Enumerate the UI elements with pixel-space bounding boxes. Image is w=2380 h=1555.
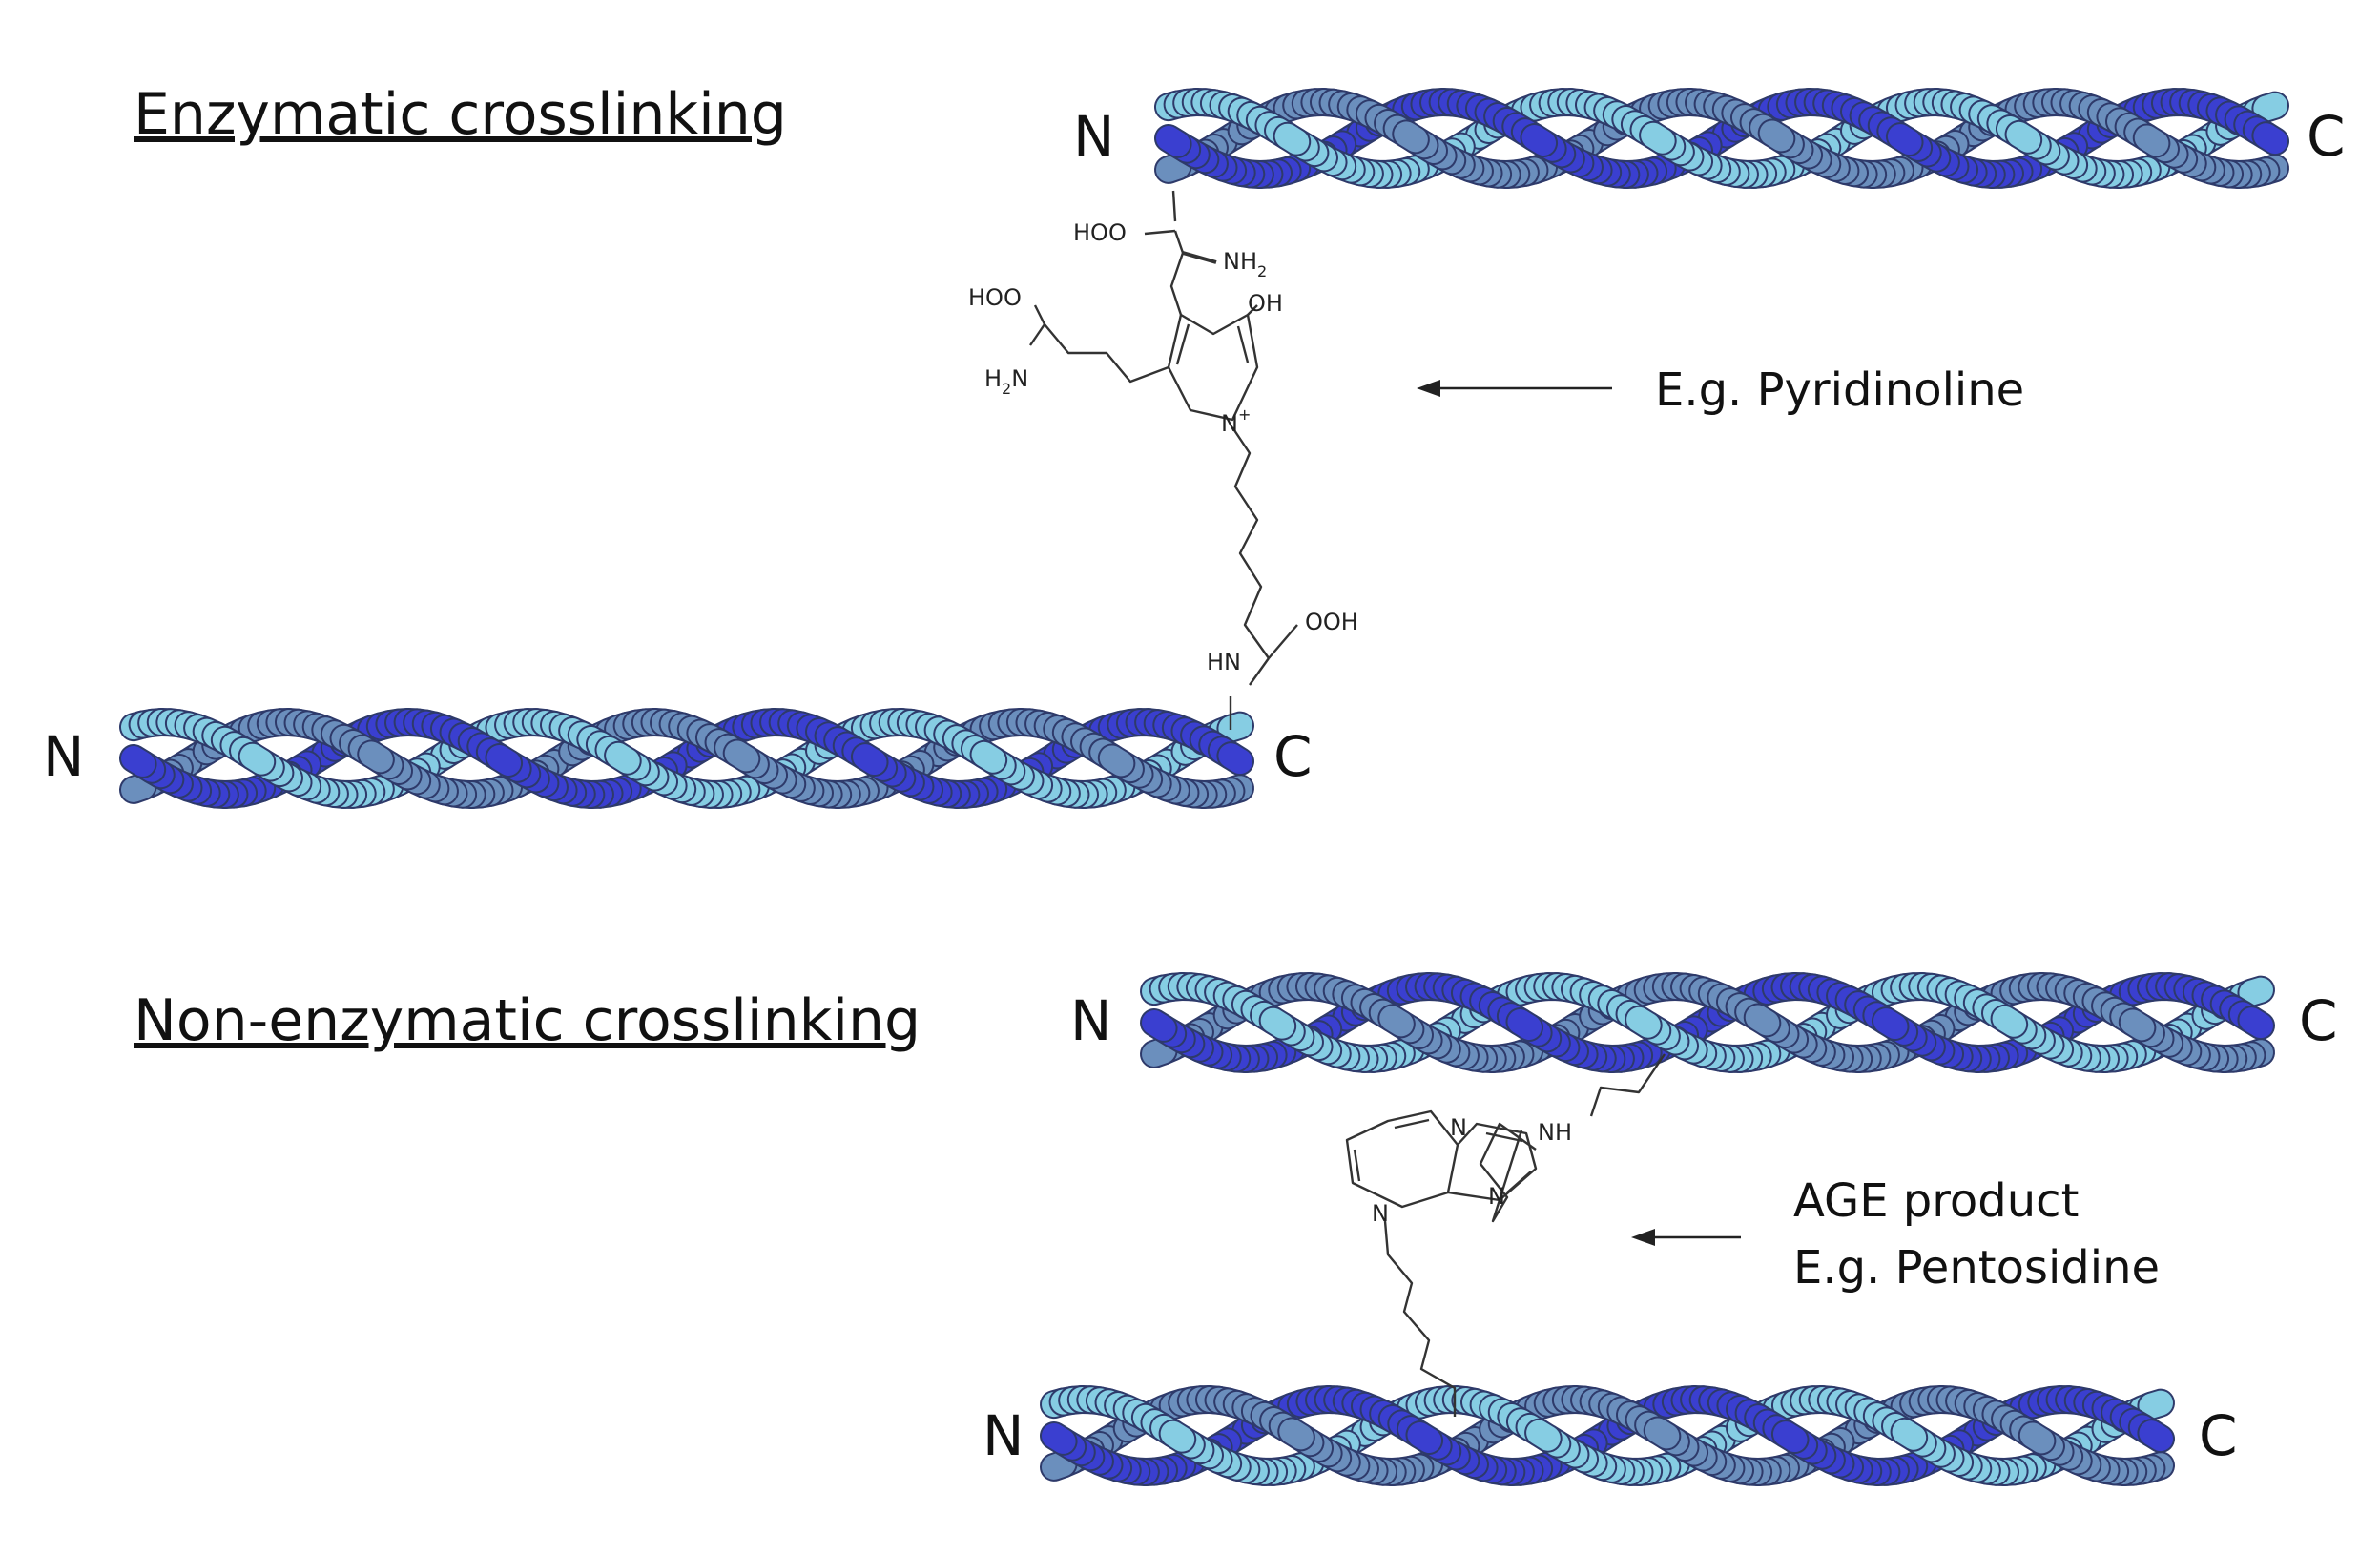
pyridinoline-structure xyxy=(1029,190,1298,730)
pyridinoline-atom-hoo-top: HOO xyxy=(1073,219,1127,246)
strand-light-segment xyxy=(2239,977,2273,1006)
strand-mid-segment xyxy=(1042,1451,1076,1480)
strand-light-segment xyxy=(2139,1390,2173,1419)
strand-light-segment xyxy=(2253,93,2287,121)
enzymatic-top-c-terminus: C xyxy=(2307,104,2346,169)
pentosidine-atom-nh: NH xyxy=(1538,1119,1572,1146)
strand-dark-segment xyxy=(1407,1422,1442,1453)
strand-dark-segment xyxy=(121,746,155,777)
nonenzymatic-top-n-terminus: N xyxy=(1070,988,1111,1053)
pentosidine-atom-n-right: N xyxy=(1488,1183,1505,1210)
strand-light-segment xyxy=(239,743,275,775)
nonenzymatic-top-c-terminus: C xyxy=(2299,988,2338,1053)
strand-mid-segment xyxy=(1379,1006,1414,1037)
strand-mid-segment xyxy=(121,774,155,802)
strand-dark-segment xyxy=(1218,743,1252,775)
enzymatic-top-n-terminus: N xyxy=(1073,104,1114,169)
strand-dark-segment xyxy=(1772,1421,1808,1453)
pyridinoline-atom-h2n: H2N xyxy=(984,365,1028,398)
strand-dark-segment xyxy=(1142,1010,1176,1041)
strand-dark-segment xyxy=(1507,1009,1542,1040)
strand-mid-segment xyxy=(359,741,393,773)
nonenzymatic-bottom-fibril xyxy=(1040,1385,2175,1486)
pentosidine-label-line1: AGE product xyxy=(1793,1174,2079,1228)
nonenzymatic-top-fibril xyxy=(1140,972,2275,1073)
enzymatic-bottom-fibril xyxy=(119,708,1254,809)
strand-dark-segment xyxy=(1156,126,1190,156)
nonenzymatic-heading: Non-enzymatic crosslinking xyxy=(134,987,921,1054)
strand-light-segment xyxy=(2006,121,2041,153)
strand-light-segment xyxy=(1218,713,1252,741)
enzymatic-bottom-n-terminus: N xyxy=(43,724,84,789)
nonenzymatic-bottom-n-terminus: N xyxy=(983,1403,1024,1468)
strand-dark-segment xyxy=(486,745,522,776)
pentosidine-atom-n-ring: N xyxy=(1372,1200,1389,1227)
strand-mid-segment xyxy=(1745,1005,1780,1036)
strand-light-segment xyxy=(1626,1006,1661,1038)
strand-light-segment xyxy=(971,741,1006,773)
strand-dark-segment xyxy=(1887,124,1922,156)
strand-light-segment xyxy=(1260,1007,1295,1039)
pyridinoline-atom-ooh: OOH xyxy=(1305,609,1358,635)
strand-mid-segment xyxy=(2120,1009,2155,1041)
strand-mid-segment xyxy=(1645,1418,1680,1449)
strand-dark-segment xyxy=(852,744,887,776)
pyridinoline-label: E.g. Pyridinoline xyxy=(1655,363,2024,417)
strand-light-segment xyxy=(1274,123,1310,155)
strand-dark-segment xyxy=(1521,125,1557,156)
strand-dark-segment xyxy=(2253,123,2287,155)
strand-light-segment xyxy=(1526,1420,1561,1451)
enzymatic-bottom-c-terminus: C xyxy=(1273,724,1313,789)
strand-mid-segment xyxy=(1279,1419,1314,1450)
strand-light-segment xyxy=(1641,122,1675,154)
strand-mid-segment xyxy=(1759,120,1794,152)
pyridinoline-atom-oh: OH xyxy=(1248,290,1283,317)
strand-mid-segment xyxy=(724,740,759,772)
strand-mid-segment xyxy=(1156,154,1190,182)
strand-light-segment xyxy=(1892,1419,1927,1450)
strand-light-segment xyxy=(606,742,640,774)
enzymatic-top-fibril xyxy=(1154,88,2289,189)
pyridinoline-atom-hn: HN xyxy=(1207,649,1241,675)
enzymatic-heading: Enzymatic crosslinking xyxy=(134,81,787,148)
strand-dark-segment xyxy=(1042,1423,1076,1454)
pyridinoline-atom-nh2: NH2 xyxy=(1223,248,1267,280)
pentosidine-label-line2: E.g. Pentosidine xyxy=(1793,1241,2160,1295)
strand-dark-segment xyxy=(2139,1420,2173,1452)
pyridinoline-atom-n-plus: N+ xyxy=(1221,405,1251,437)
strand-dark-segment xyxy=(1873,1008,1908,1040)
pentosidine-arrow xyxy=(1631,1229,1741,1246)
strand-mid-segment xyxy=(2134,125,2169,156)
strand-dark-segment xyxy=(2239,1007,2273,1039)
strand-light-segment xyxy=(1992,1006,2027,1037)
pentosidine-structure xyxy=(1345,1053,1666,1417)
strand-mid-segment xyxy=(1099,745,1134,777)
strand-mid-segment xyxy=(2019,1422,2055,1454)
strand-mid-segment xyxy=(1142,1038,1176,1067)
pentosidine-atom-n-top: N xyxy=(1450,1114,1467,1141)
pyridinoline-arrow xyxy=(1417,380,1612,397)
nonenzymatic-bottom-c-terminus: C xyxy=(2199,1403,2238,1468)
strand-mid-segment xyxy=(1394,121,1428,153)
pyridinoline-atom-hoo-left: HOO xyxy=(968,284,1022,311)
strand-light-segment xyxy=(1160,1420,1195,1452)
